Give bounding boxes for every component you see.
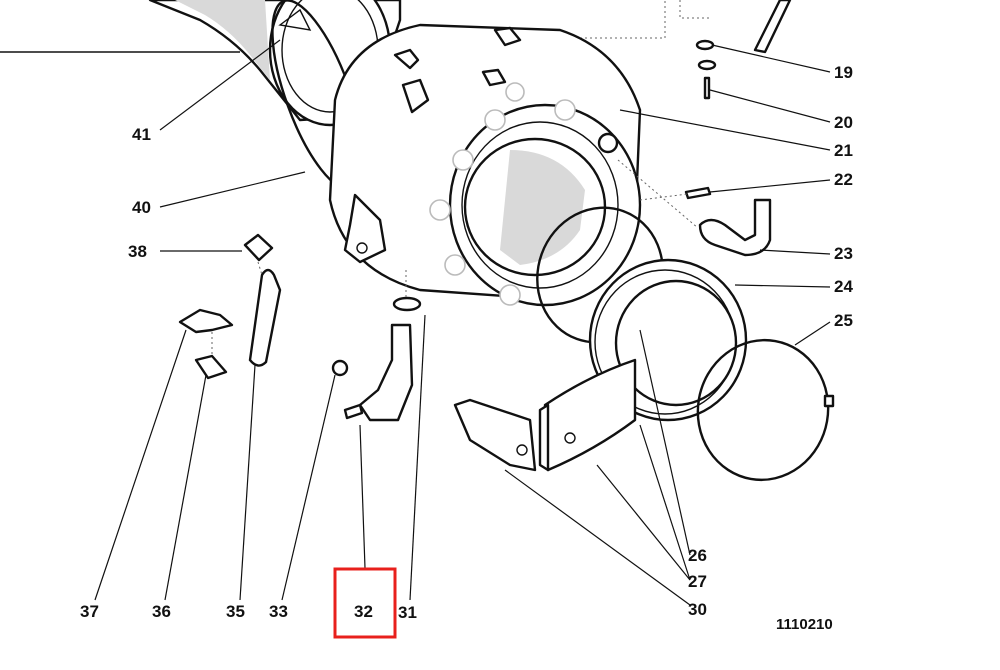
callout-35: 35 [226,602,245,621]
clip-38 [243,233,274,262]
screw-22 [684,186,712,200]
callout-27: 27 [688,572,707,591]
tub-body [328,23,642,307]
ring-clip-25 [823,394,835,408]
callout-41: 41 [132,125,151,144]
highlight-box [333,567,397,639]
connector-dash-5 [639,193,689,201]
washer-19b [697,59,717,71]
callout-33: 33 [269,602,288,621]
callout-22: 22 [834,170,853,189]
callout-23: 23 [834,244,853,263]
callout-20: 20 [834,113,853,132]
hose-clip-33 [331,359,349,377]
callout-38: 38 [128,242,147,261]
washer-19a [695,39,715,51]
frame-dashed-line-top [400,0,666,39]
callout-25: 25 [834,311,853,330]
spring-clip-35 [248,268,282,367]
drain-hose-32 [343,296,422,422]
seal-ring-25 [696,338,830,482]
callout-21: 21 [834,141,853,160]
screw-20 [703,76,711,100]
callout-26: 26 [688,546,707,565]
hose-elbow-23 [698,198,772,257]
callout-19: 19 [834,63,853,82]
frame-dashed-line-right [679,0,712,19]
counterweight-27 [538,358,637,472]
spring [753,0,792,54]
callout-36: 36 [152,602,171,621]
callout-32: 32 [354,602,373,621]
callout-30: 30 [688,600,707,619]
callout-37: 37 [80,602,99,621]
bracket-37 [178,308,234,334]
connector-dash-3 [257,261,263,276]
counterweight-30 [453,398,537,472]
clip-36 [194,354,228,380]
leader-lines [94,39,831,606]
document-number: 1110210 [776,616,833,633]
callout-31: 31 [398,603,417,622]
callout-24: 24 [834,277,853,296]
callout-40: 40 [132,198,151,217]
